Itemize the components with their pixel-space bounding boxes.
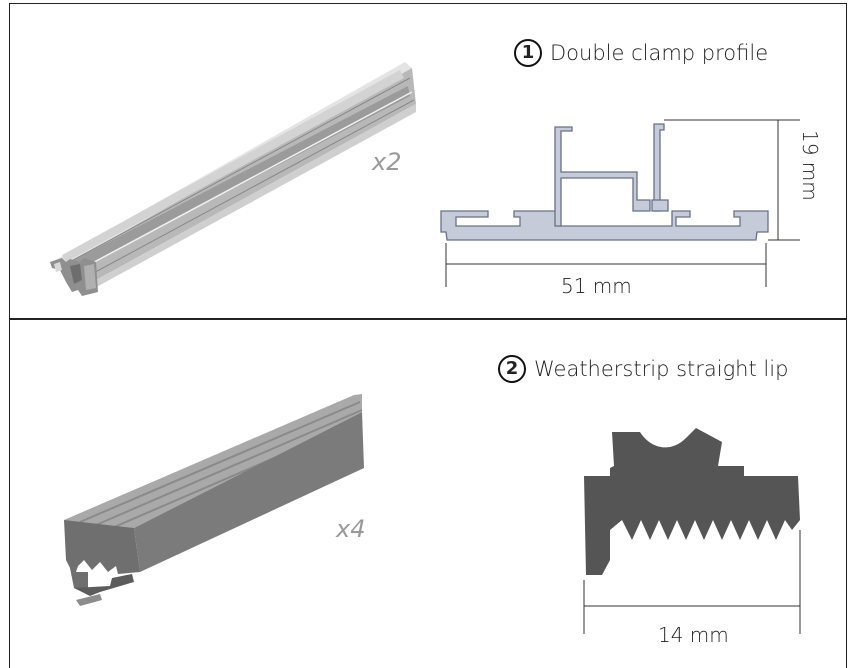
item-title: 1 Double clamp profile xyxy=(514,39,768,67)
item-number-badge: 1 xyxy=(514,39,542,67)
quantity-label: x2 xyxy=(372,148,402,176)
item-panel-weatherstrip xyxy=(9,318,847,668)
item-panel-double-clamp xyxy=(9,3,847,320)
item-title-text: Weatherstrip straight lip xyxy=(534,357,789,381)
width-dimension: 14 mm xyxy=(658,623,729,647)
item-title-text: Double clamp profile xyxy=(550,41,769,65)
double-clamp-cross-section xyxy=(440,119,800,287)
double-clamp-rail-image xyxy=(50,62,416,296)
item-number-badge: 2 xyxy=(498,355,526,383)
item-title: 2 Weatherstrip straight lip xyxy=(498,355,788,383)
quantity-label: x4 xyxy=(336,515,366,543)
width-dimension: 51 mm xyxy=(561,274,632,298)
